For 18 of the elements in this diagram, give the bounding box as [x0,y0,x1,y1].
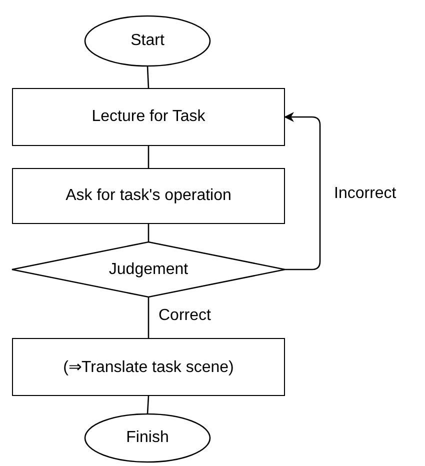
node-label: Start [130,32,164,50]
terminal-ellipse [85,414,210,462]
process-box [12,88,285,146]
process-box [12,168,285,224]
process-box [12,338,285,396]
node-label: (⇒Translate task scene) [63,358,234,377]
node-label: Ask for task's operation [66,187,232,205]
connector-line [148,297,150,338]
node-label: Finish [126,429,169,447]
node-label: Judgement [108,260,188,278]
connector-line [148,224,150,242]
connector-line [146,396,150,414]
decision-diamond [12,242,285,297]
terminal-ellipse [85,16,210,66]
node-label: Lecture for Task [92,108,206,126]
arrow [284,112,321,270]
connector-line [148,146,150,168]
connector-line [146,66,150,88]
